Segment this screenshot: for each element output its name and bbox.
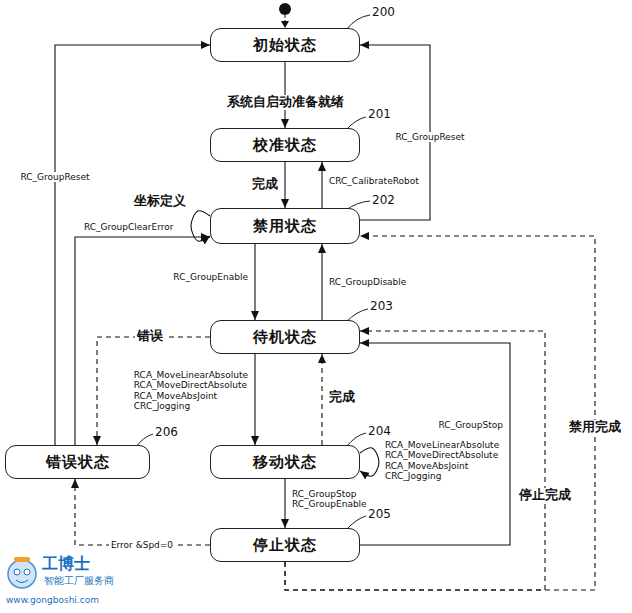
state-name: 待机状态 [253,328,317,347]
state-name: 初始状态 [253,36,317,55]
transition-label: RC_GroupEnable [171,272,250,282]
callout-number: 201 [368,108,391,122]
transition-arrow [321,162,322,208]
transition-label: RCA_MoveLinearAbsolute RCA_MoveDirectAbs… [383,440,501,481]
callout-number: 200 [372,6,395,20]
transition-arrow [284,162,285,208]
callout-leaders [136,15,370,530]
callout-number: 205 [368,508,391,522]
transition-label: 停止完成 [517,488,573,503]
start-dot [279,3,291,15]
transition-label: 错误 [135,329,165,344]
transition-arrow [254,244,255,320]
state-name: 禁用状态 [253,217,317,236]
state-name: 移动状态 [253,453,317,472]
state-box: 错误状态 [5,445,150,479]
transition-label: RC_GroupReset [393,132,466,142]
state-box: 移动状态 [210,445,360,479]
transition-arrow [321,244,322,320]
state-name: 停止状态 [253,536,317,555]
transition-arrow [75,479,210,545]
watermark-text: 智能工厂服务商 [44,575,114,587]
transition-label: 系统自启动准备就绪 [225,95,346,110]
transition-label: RC_GroupDisable [327,277,408,287]
watermark-text: www.gongboshi.com [6,595,99,605]
callout-number: 204 [368,425,391,439]
state-box: 待机状态 [210,320,360,354]
state-box: 停止状态 [210,528,360,562]
transition-label: RC_GroupClearError [82,222,175,232]
transition-label: Error &Spd=0 [109,540,175,550]
callout-number: 202 [372,194,395,208]
transition-label: RC_GroupStop RC_GroupEnable [290,489,369,510]
callout-number: 203 [370,300,393,314]
state-box: 禁用状态 [210,208,360,244]
logo-icon [8,557,36,588]
transition-arrow [254,354,255,445]
transition-arrow [284,479,285,528]
state-name: 错误状态 [46,453,110,472]
state-box: 校准状态 [210,128,360,162]
transition-label: 完成 [250,177,280,192]
transition-arrow [360,343,510,545]
transition-arrow [360,448,379,476]
transition-label: 坐标定义 [132,194,188,209]
transition-arrow [321,354,322,445]
state-name: 校准状态 [253,136,317,155]
transition-label: CRC_CalibrateRobot [327,176,421,186]
transition-arrow [75,237,210,445]
transition-label: RC_GroupReset [18,172,91,182]
transition-label: RC_GroupStop [437,420,505,430]
transition-label: 禁用完成 [567,420,623,435]
transition-label: 完成 [327,390,357,405]
watermark-text: 工博士 [42,555,90,573]
callout-number: 206 [155,426,178,440]
start-arrowhead [281,21,289,28]
state-box: 初始状态 [210,28,360,62]
transition-label: RCA_MoveLinearAbsolute RCA_MoveDirectAbs… [132,370,250,411]
